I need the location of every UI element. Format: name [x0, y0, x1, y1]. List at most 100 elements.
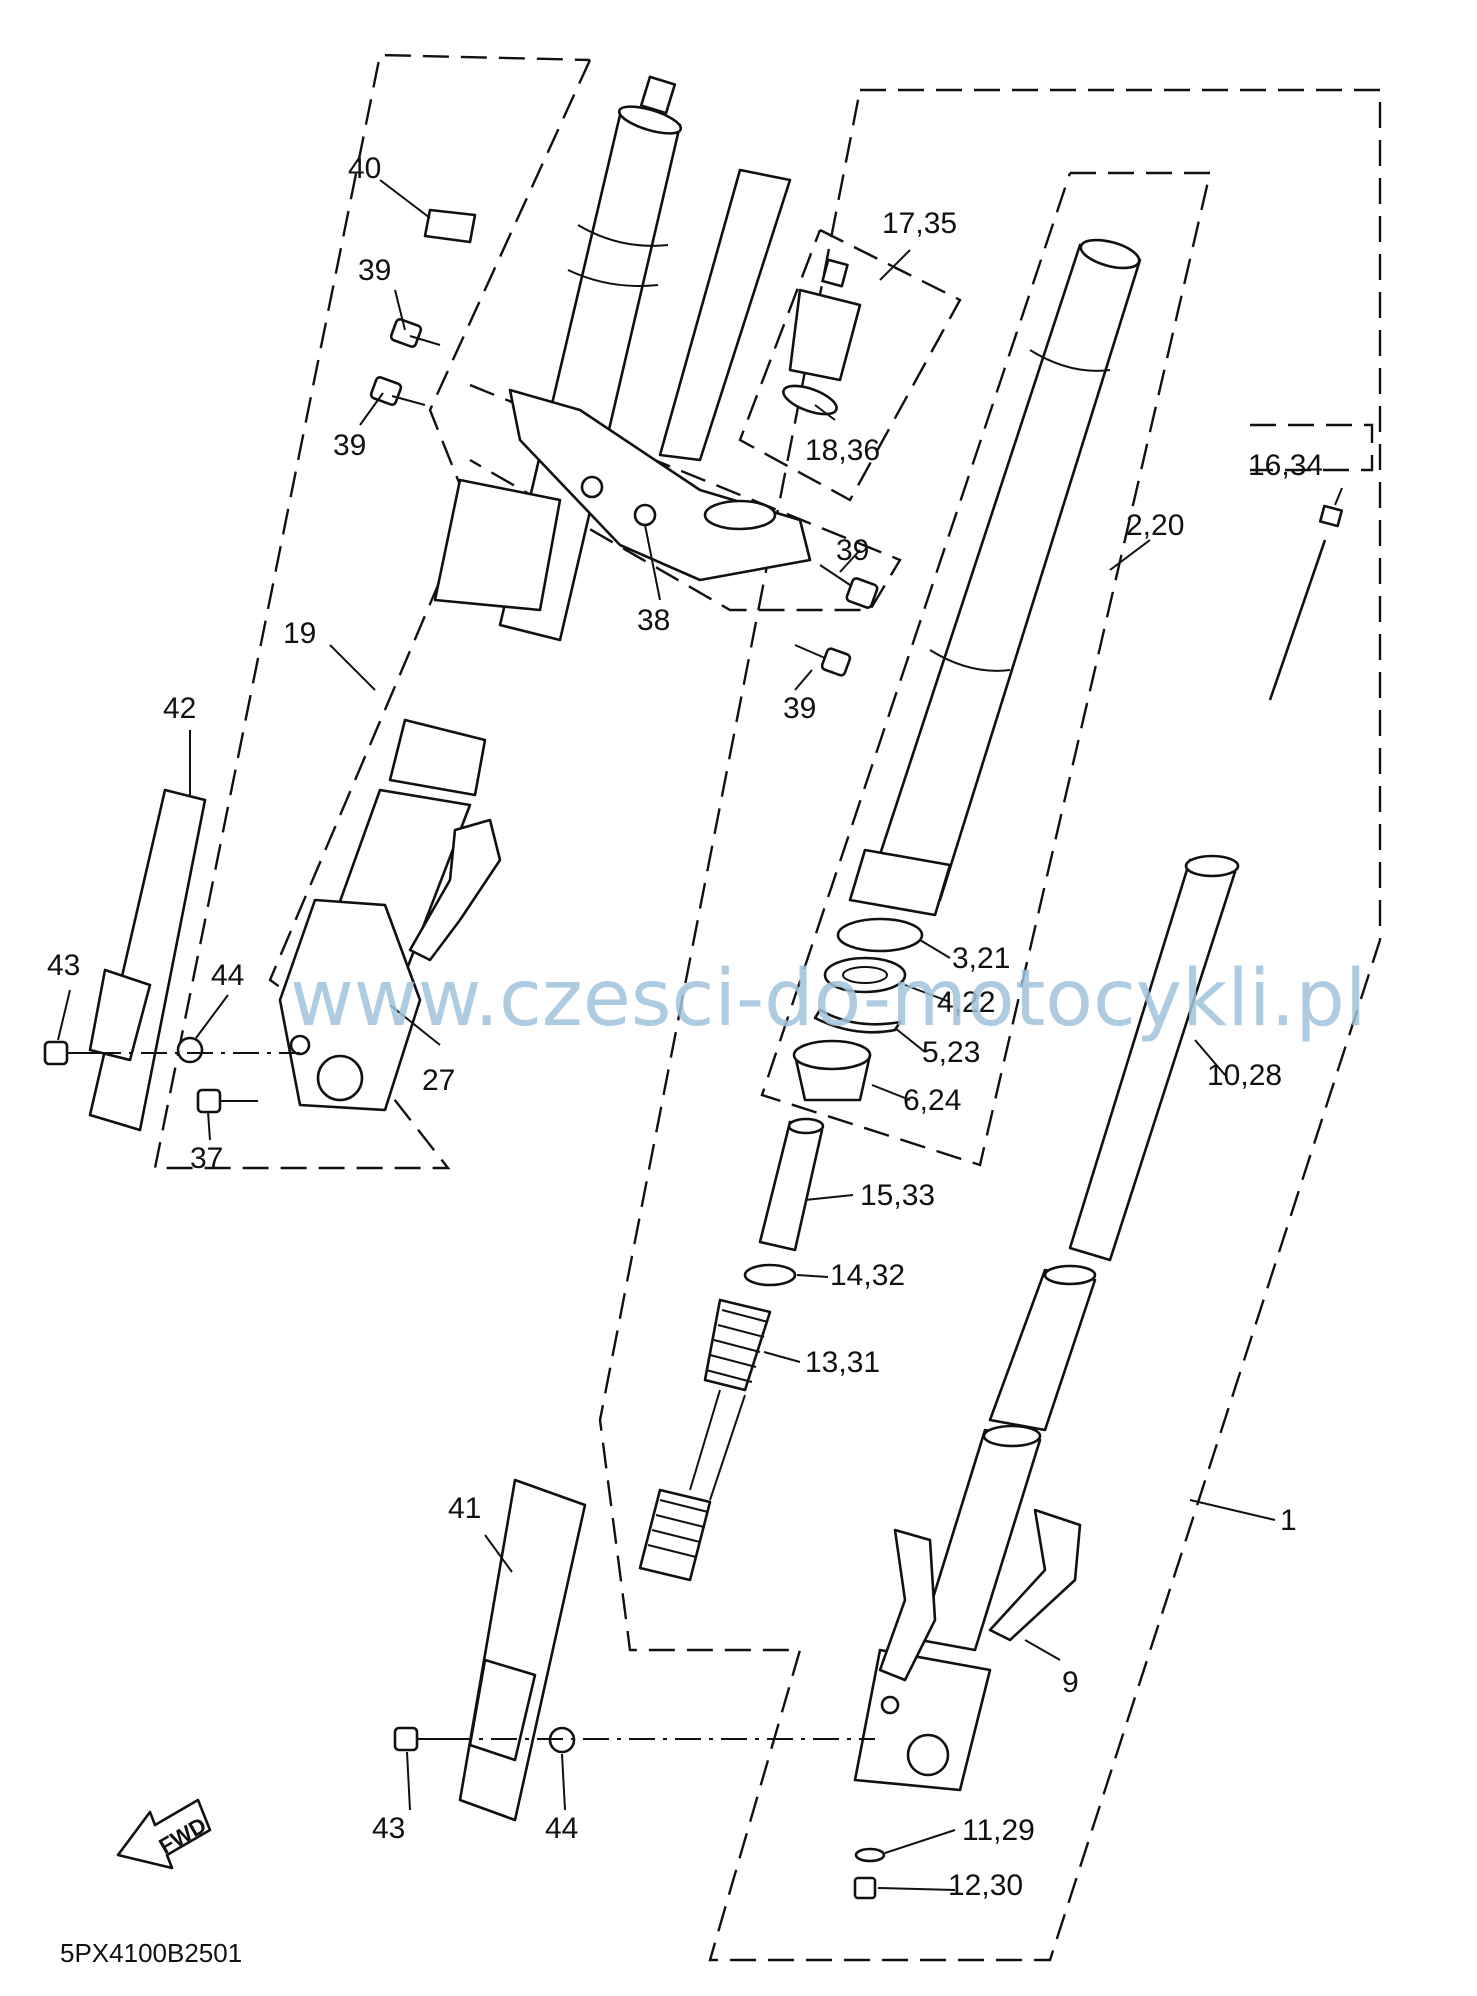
leader-39a	[394, 289, 406, 331]
drain-bolt-12-30	[853, 1876, 877, 1900]
damper-thin-rod	[1268, 539, 1327, 701]
label-37: 37	[190, 1142, 223, 1175]
label-19: 19	[283, 617, 316, 650]
leader-44b	[561, 1753, 566, 1811]
label-16-34: 16,34	[1248, 449, 1323, 482]
leader-39d	[794, 669, 813, 691]
leader-2-20	[1109, 539, 1151, 571]
leader-lines	[57, 179, 1343, 1891]
spring-link-left	[689, 1389, 721, 1491]
leader-39b	[359, 392, 384, 426]
left-lower-tube-segment	[433, 478, 562, 612]
boundary-cap-bolt	[738, 228, 962, 502]
label-40: 40	[348, 152, 381, 185]
seal-stack	[792, 917, 924, 1102]
cap-bolt-body	[788, 288, 862, 382]
cap-bolt-assembly	[782, 258, 862, 416]
bolt-39-b	[369, 376, 403, 406]
label-4-22: 4,22	[937, 986, 995, 1019]
left-axle-bracket	[278, 898, 422, 1112]
label-1: 1	[1280, 1504, 1297, 1537]
bracket-nut-2	[633, 503, 657, 527]
label-15-33: 15,33	[860, 1179, 935, 1212]
washer-11-29	[854, 1847, 886, 1863]
bracket-body	[508, 388, 812, 582]
oil-seal-4-22	[823, 956, 907, 994]
leader-6-24	[871, 1084, 911, 1101]
leader-9	[1024, 1639, 1061, 1661]
bolt-39-b-shank	[391, 395, 426, 406]
leader-43b	[406, 1751, 411, 1811]
fwd-arrow: FWD	[116, 1798, 212, 1870]
nut-16-34	[1318, 504, 1344, 528]
cartridge-spacer-top	[1043, 1264, 1097, 1286]
label-11-29: 11,29	[962, 1814, 1035, 1847]
leader-44a	[195, 994, 229, 1039]
boundary-damper-top	[1250, 423, 1374, 472]
leader-37	[207, 1111, 211, 1141]
leader-18-36	[814, 404, 836, 421]
bracket-hole	[703, 499, 777, 531]
bolt-39-a	[389, 318, 423, 348]
leader-16-34	[1334, 487, 1343, 506]
callout-labels: 40 39 39 39 39 38 19 42 43 44 37 27 17,3…	[47, 152, 1323, 1902]
leader-12-30	[877, 1887, 956, 1891]
inner-tube-top	[1079, 238, 1141, 270]
triple-clamp-bracket	[508, 168, 812, 582]
bolt-39-c-shank	[819, 564, 851, 586]
seat-14-32	[743, 1263, 797, 1287]
left-tube-band-2	[567, 269, 659, 287]
outer-bolt-hole	[880, 1695, 900, 1715]
leader-39c	[839, 549, 861, 573]
oil-seal-4-22-inner	[842, 966, 888, 984]
cartridge-spacer	[988, 1268, 1097, 1432]
leader-38	[644, 524, 661, 601]
leader-5-23	[894, 1027, 926, 1053]
leader-3-21	[919, 939, 951, 959]
spring-lower-coils	[647, 1499, 709, 1558]
left-tube-band-1	[577, 224, 669, 247]
leader-15-33	[804, 1194, 854, 1201]
label-18-36: 18,36	[805, 434, 880, 467]
dust-seal-6-24-top	[792, 1039, 872, 1071]
damper-rod	[1068, 504, 1344, 1262]
label-13-31: 13,31	[805, 1346, 880, 1379]
label-39-c: 39	[836, 534, 869, 567]
right-outer-tube	[853, 1264, 1097, 1900]
outer-tube-caliper-mount-9	[988, 1508, 1082, 1642]
label-42: 42	[163, 692, 196, 725]
damper-tube-top	[1184, 854, 1240, 878]
collar-44-a	[176, 1036, 204, 1064]
label-3-21: 3,21	[952, 942, 1010, 975]
label-39-b: 39	[333, 429, 366, 462]
inner-tube-body	[868, 243, 1142, 902]
label-43-b: 43	[372, 1812, 405, 1845]
bolts-39	[369, 318, 879, 677]
label-43-a: 43	[47, 949, 80, 982]
steering-stem	[658, 168, 792, 462]
clip-5-23	[813, 1008, 902, 1034]
outer-tube-caliper-mount-left	[878, 1528, 937, 1682]
leader-1	[1189, 1499, 1276, 1521]
label-44-a: 44	[211, 959, 244, 992]
fwd-arrow-shape	[116, 1798, 212, 1870]
spring-upper	[703, 1298, 772, 1392]
leader-11-29	[884, 1829, 956, 1854]
bolt-39-d	[820, 647, 852, 677]
left-fork-leg	[278, 75, 683, 1112]
outer-tube-axle-bracket	[853, 1648, 992, 1792]
label-39-d: 39	[783, 692, 816, 725]
label-6-24: 6,24	[903, 1084, 961, 1117]
guard-41-body	[458, 1478, 587, 1822]
label-12-30: 12,30	[948, 1869, 1023, 1902]
guard-42	[43, 788, 300, 1132]
label-plate-40	[423, 208, 477, 244]
guard-41	[393, 1478, 875, 1822]
bolt-43-a	[43, 1040, 69, 1066]
bolt-39-c	[845, 577, 879, 609]
spring-upper-coils	[705, 1309, 769, 1383]
leader-27	[389, 1004, 441, 1046]
spring-set	[638, 1117, 825, 1582]
bracket-nut-1	[580, 475, 604, 499]
